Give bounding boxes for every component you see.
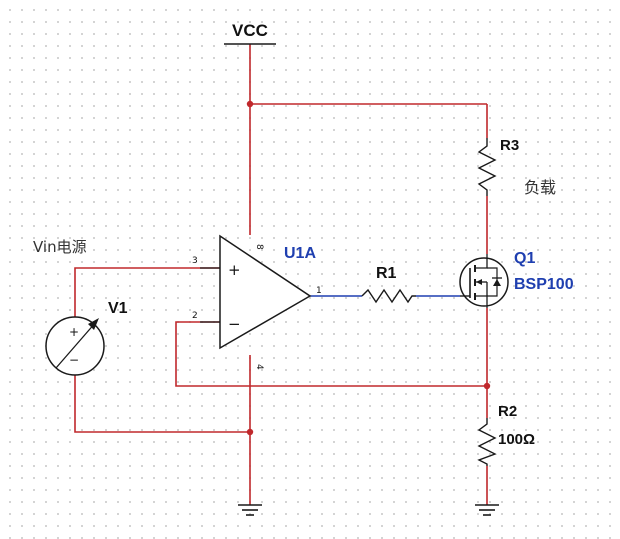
opamp-pin1-label: 1 [316, 286, 322, 296]
opamp-pin8-label: 8 [254, 244, 264, 250]
junction-dot [246, 428, 254, 436]
source-arrow-head [88, 318, 99, 330]
mosfet-diode [493, 279, 501, 286]
source-label: V1 [108, 300, 128, 317]
mosfet-part-number: BSP100 [514, 276, 574, 293]
mosfet-q1 [459, 254, 509, 308]
resistor-r1: R1 [361, 265, 416, 304]
wires [74, 44, 488, 505]
r3-zigzag [477, 138, 497, 196]
r2-value: 100Ω [498, 431, 535, 448]
junction-dot [483, 382, 491, 390]
vcc-symbol: VCC [224, 21, 276, 45]
resistor-r2: R2 100Ω [477, 403, 535, 466]
opamp-plus-sign: + [228, 261, 241, 279]
source-arrow-line [55, 321, 97, 369]
r1-zigzag [361, 288, 416, 304]
source-plus: + [69, 325, 79, 339]
opamp-pin2-label: 2 [192, 311, 198, 321]
opamp-minus-sign: − [228, 315, 241, 333]
ground-symbol-left [238, 504, 262, 516]
vcc-label: VCC [232, 21, 268, 40]
mosfet-body-arrow [476, 279, 482, 285]
opamp-pin4-label: 4 [254, 364, 264, 370]
wire-feedback [175, 321, 487, 387]
opamp-u1a: + − 3 2 1 8 4 U1A [192, 234, 322, 370]
r2-zigzag [477, 418, 497, 466]
resistor-r3: R3 负载 [477, 137, 556, 197]
vin-label: Vin电源 [33, 238, 87, 256]
mosfet-label: Q1 [514, 250, 535, 267]
source-minus: − [69, 353, 79, 367]
wire-v1-minus [74, 375, 250, 433]
opamp-label: U1A [284, 245, 316, 262]
r1-label: R1 [376, 265, 397, 282]
junction-dot [246, 100, 254, 108]
load-label: 负载 [524, 178, 556, 197]
r2-label: R2 [498, 403, 517, 420]
junctions [246, 100, 491, 436]
voltage-source-v1: + − V1 Vin电源 [33, 238, 128, 376]
opamp-pin3-label: 3 [192, 256, 198, 266]
r3-label: R3 [500, 137, 519, 154]
opamp-triangle [219, 234, 312, 350]
ground-symbol-right [475, 504, 499, 516]
wire-v1-plus [74, 267, 220, 318]
